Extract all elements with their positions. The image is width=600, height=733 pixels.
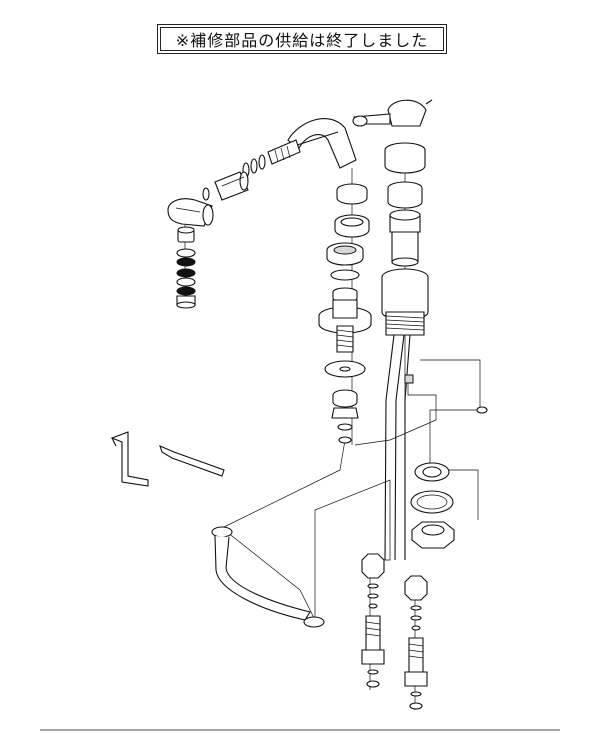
spray-parts-stack — [176, 226, 196, 309]
faucet-body — [381, 268, 429, 561]
supply-fitting-right — [404, 575, 428, 710]
spout-nut — [214, 171, 249, 201]
spout-pipe — [267, 118, 357, 169]
connecting-hose — [211, 526, 325, 628]
cartridge-parts — [384, 142, 426, 267]
notice-inner-border — [160, 27, 444, 51]
hex-wrench-tool — [110, 431, 149, 487]
discontinued-notice-text: ※補修部品の供給は終了しました — [175, 31, 429, 50]
spout-base-parts — [318, 183, 372, 444]
assembly-leader-lines — [184, 150, 481, 710]
discontinued-notice-box: ※補修部品の供給は終了しました — [157, 24, 447, 54]
spray-head — [167, 198, 214, 227]
spout-o-rings — [242, 154, 266, 178]
supply-fitting-left — [361, 553, 385, 688]
lever-handle — [352, 99, 433, 127]
spout-washer — [202, 187, 210, 201]
mounting-hardware — [410, 406, 488, 549]
allen-key-tool — [159, 445, 225, 477]
